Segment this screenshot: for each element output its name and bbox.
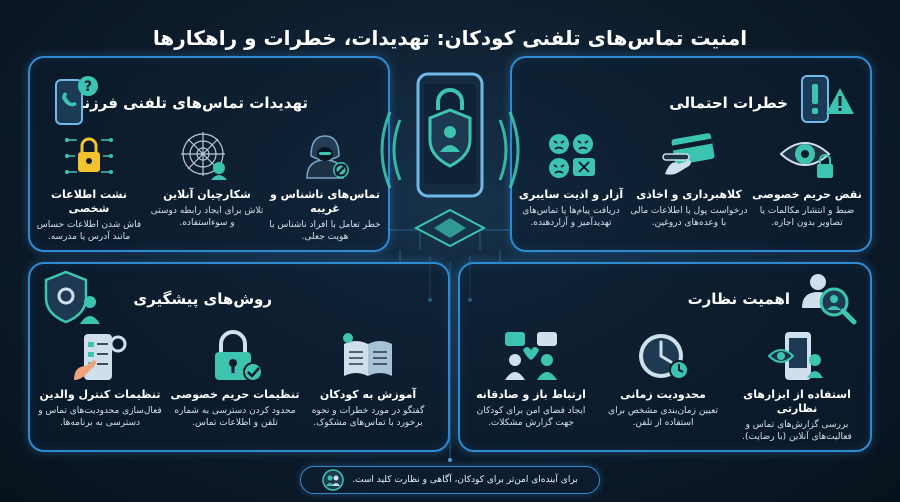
risks-panel: خطرات احتمالی نقض حریم خصوصی ضبط و انتشا… xyxy=(510,56,872,252)
shield-gear-family-icon xyxy=(42,268,104,330)
angry-chat-icon xyxy=(512,130,630,182)
clock-icon xyxy=(600,330,726,382)
threats-title: تهدیدات تماس‌های تلفنی فرزند xyxy=(75,94,308,112)
prevention-panel: روش‌های پیشگیری آموزش به کودکان گفتگو در… xyxy=(28,262,450,452)
eye-privacy-icon xyxy=(748,130,866,182)
phone-question-icon: ? xyxy=(46,72,102,132)
risk-item-cyberbullying: آزار و اذیت سایبری دریافت پیام‌ها یا تما… xyxy=(512,130,630,229)
risk-item-fraud: کلاهبرداری و اخاذی درخواست پول یا اطلاعا… xyxy=(630,130,748,229)
teaching-book-icon xyxy=(302,330,434,382)
fraud-card-icon xyxy=(630,130,748,182)
secure-phone-shield-icon xyxy=(380,60,520,260)
phone-monitor-icon xyxy=(730,330,864,382)
supervision-item-open-communication: ارتباط باز و صادقانه ایجاد فضای امن برای… xyxy=(466,330,596,429)
prevention-item-education: آموزش به کودکان گفتگو در مورد خطرات و نح… xyxy=(302,330,434,429)
data-lock-icon xyxy=(30,130,148,182)
footer-banner: برای آینده‌ای امن‌تر برای کودکان، آگاهی … xyxy=(300,466,600,494)
risks-title: خطرات احتمالی xyxy=(669,94,788,112)
threat-item-unknown-calls: تماس‌های ناشناس و غریبه خطر تعامل با افر… xyxy=(266,130,384,243)
phone-warning-icon xyxy=(796,70,856,132)
family-globe-icon xyxy=(322,469,344,491)
prevention-title: روش‌های پیشگیری xyxy=(133,290,272,308)
risk-item-privacy: نقض حریم خصوصی ضبط و انتشار مکالمات یا ت… xyxy=(748,130,866,229)
spider-web-icon xyxy=(148,130,266,182)
hacker-icon xyxy=(266,130,384,182)
svg-text:?: ? xyxy=(84,79,92,95)
threats-panel: تهدیدات تماس‌های تلفنی فرزند ? تماس‌های … xyxy=(28,56,390,252)
supervision-item-time-limits: محدودیت زمانی تعیین زمان‌بندی مشخص برای … xyxy=(600,330,726,429)
open-communication-icon xyxy=(466,330,596,382)
supervision-panel: اهمیت نظارت استفاده از ابزارهای نظارتی ب… xyxy=(458,262,872,452)
family-search-icon xyxy=(796,268,858,332)
page-title: امنیت تماس‌های تلفنی کودکان: تهدیدات، خط… xyxy=(152,26,748,50)
prevention-item-parental-controls: تنظیمات کنترل والدین فعال‌سازی محدودیت‌ه… xyxy=(32,330,168,429)
threat-item-online-predators: شکارچیان آنلاین تلاش برای ایجاد رابطه دو… xyxy=(148,130,266,229)
footer-text: برای آینده‌ای امن‌تر برای کودکان، آگاهی … xyxy=(352,475,578,485)
prevention-item-privacy-settings: تنظیمات حریم خصوصی محدود کردن دسترسی به … xyxy=(170,330,300,429)
parental-settings-icon xyxy=(32,330,168,382)
supervision-item-monitoring-tools: استفاده از ابزارهای نظارتی بررسی گزارش‌ه… xyxy=(730,330,864,443)
padlock-check-icon xyxy=(170,330,300,382)
supervision-title: اهمیت نظارت xyxy=(687,290,790,308)
threat-item-data-leak: نشت اطلاعات شخصی فاش شدن اطلاعات حساس ما… xyxy=(30,130,148,243)
